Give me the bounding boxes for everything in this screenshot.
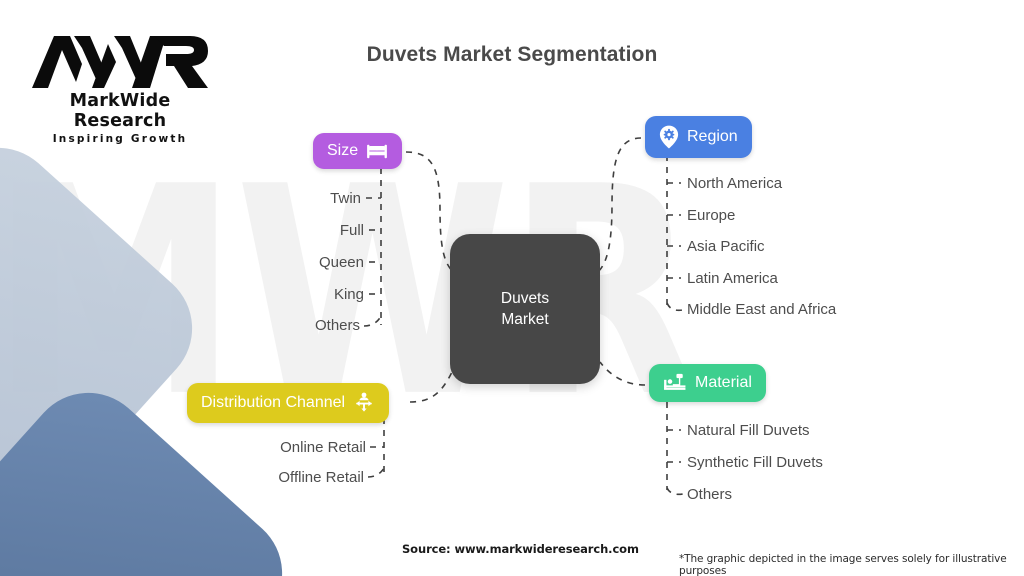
leaf-distribution-1: Offline Retail: [278, 469, 364, 486]
branch-label-material: Material: [695, 374, 752, 391]
center-node-line1: Duvets: [500, 290, 550, 307]
leaf-material-0: Natural Fill Duvets: [687, 422, 810, 439]
brand-name: MarkWide Research: [69, 91, 171, 131]
leaf-size-1: Full: [339, 222, 364, 239]
source-label: Source: www.markwideresearch.com: [402, 542, 639, 556]
leaf-material-2: Others: [687, 486, 733, 503]
brand-tagline: Inspiring Growth: [52, 133, 188, 145]
leaf-material-1: Synthetic Fill Duvets: [687, 454, 823, 471]
bed-patient-icon: [663, 373, 687, 393]
center-node-duvets-market: Duvets Market: [450, 234, 600, 384]
branch-badge-region[interactable]: Region: [645, 116, 752, 158]
leaf-distribution-0: Online Retail: [280, 439, 366, 456]
brand-logo: MarkWide Research Inspiring Growth: [30, 34, 210, 145]
bed-icon: [366, 142, 388, 160]
location-pin-gear-icon: [659, 125, 679, 149]
distribution-network-icon: [353, 392, 375, 414]
leaf-size-2: Queen: [318, 254, 364, 271]
branch-badge-distribution-channel[interactable]: Distribution Channel: [187, 383, 390, 423]
branch-label-region: Region: [687, 128, 738, 145]
leaf-region-1: Europe: [687, 207, 736, 224]
branch-label-size: Size: [327, 142, 359, 159]
leaf-region-2: Asia Pacific: [687, 238, 765, 255]
leaf-size-0: Twin: [330, 190, 361, 207]
center-node-line2: Market: [501, 311, 549, 328]
branch-label-distribution-channel: Distribution Channel: [201, 394, 346, 411]
leaf-size-3: King: [333, 286, 364, 303]
leaf-size-4: Others: [314, 317, 360, 334]
disclaimer-label: *The graphic depicted in the image serve…: [679, 553, 1007, 576]
leaf-region-3: Latin America: [687, 270, 778, 287]
leaf-region-4: Middle East and Africa: [687, 301, 837, 318]
page-title: Duvets Market Segmentation: [366, 43, 658, 66]
mwr-logo-icon: [32, 36, 208, 88]
branch-badge-material[interactable]: Material: [649, 364, 766, 402]
branch-badge-size[interactable]: Size: [313, 133, 403, 169]
leaf-region-0: North America: [687, 175, 783, 192]
